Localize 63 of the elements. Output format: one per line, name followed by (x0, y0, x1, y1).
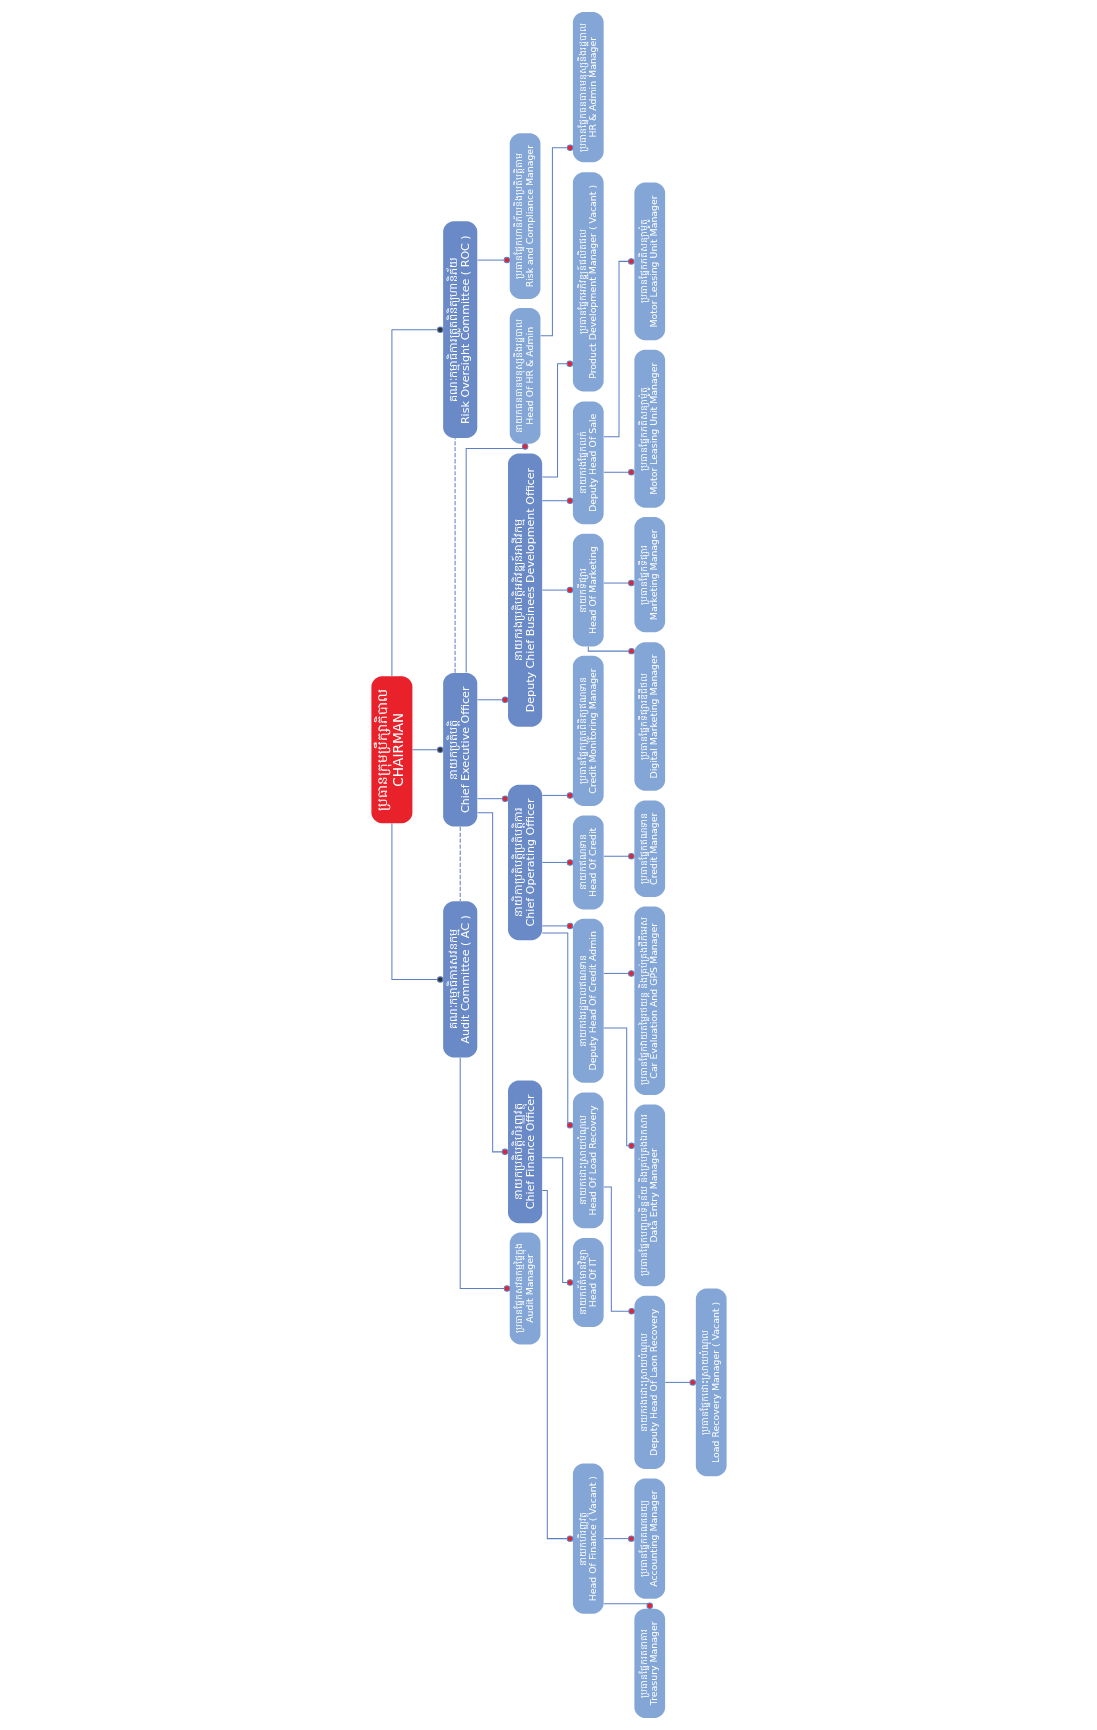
connector (476, 812, 508, 1156)
connector (411, 746, 443, 753)
node-box: នាយកប្រតិបត្តិ Chief Executive Officer (442, 672, 477, 827)
node-box: នាយករងផ្នែកលក់ Deputy Head Of Sale (572, 401, 604, 525)
connector (602, 1535, 635, 1542)
node-box: នាយករងរដ្ឋបាលឥណទាន Deputy Head Of Credit Admin (572, 918, 604, 1083)
connector (602, 469, 635, 476)
connector (539, 144, 573, 337)
connector (602, 1027, 635, 1149)
node-box: នាយកទីផ្សារ Head Of Marketing (572, 533, 604, 647)
node-box: ប្រធានផ្នែកទីផ្សារ Marketing Manager (633, 517, 665, 633)
node-box: នាយករងប្រតិបត្តិអភិវឌ្ឍន៍អាជីវកម្ម Deputy Chief Businees Development Officer (507, 453, 542, 727)
node-box: នាយកព័ត៌មានវិទ្យា Head Of IT (572, 1238, 604, 1327)
node-box: នាយិកាប្រតិបត្តិប្រតិបត្តិការ Chief Operating Officer (507, 784, 542, 941)
node-box: ប្រធានផ្នែកបញ្ចូលទិន្នន័យ និងគ្រប់គ្រងឯកសារ Data Entry Manager (633, 1104, 665, 1287)
node-box: គណៈកម្មាធិការត្រួតពិនិត្យហានិភ័យ Risk Oversight Committee ( ROC ) (442, 221, 477, 439)
connector (465, 443, 528, 674)
node-box: នាយកដោះស្រាយបំណុល Head Of Load Recovery (572, 1092, 604, 1229)
connector (664, 1379, 696, 1386)
connector (390, 822, 443, 983)
node-box: ប្រធានផ្នែកដោះស្រាយបំណុល Load Recovery Manager ( Vacant ) (695, 1288, 727, 1477)
node-box: នាយកធនធានមនុស្សនិងរដ្ឋបាល Head Of HR & Admin (509, 307, 540, 444)
node-box: ប្រធានផ្នែកគណនេយ្យ Accounting Manager (633, 1478, 665, 1599)
node-box: ប្រធានផ្នែកទីផ្សារឌីជីថល Digital Marketing Manager (633, 642, 665, 791)
connector (602, 1186, 635, 1315)
connector (541, 922, 573, 930)
connector (541, 1190, 573, 1542)
connector (602, 970, 635, 977)
node-box: នាយករងដោះស្រាយបំណុល Deputy Head Of Laon Recovery (633, 1295, 665, 1470)
node-box: ប្រធានផ្នែកសវនកម្មផ្ទៃក្នុង Audit Manager (509, 1232, 540, 1345)
node-box: នាយកឥណទាន Head Of Credit (572, 815, 604, 910)
node-box: នាយកប្រតិបត្តិហិរញ្ញវត្ថុ Chief Finance Officer (507, 1080, 542, 1224)
connector (476, 696, 508, 704)
connector (541, 497, 573, 504)
connector (541, 1157, 573, 1286)
connector (541, 792, 573, 799)
node-box: ប្រធានផ្នែកឥណទាន Credit Manager (633, 800, 665, 897)
connector (541, 360, 573, 478)
connector (476, 795, 508, 802)
connector (454, 437, 456, 674)
node-box: គណៈកម្មាធិការសវនកម្ម Audit Committee ( AC ) (442, 901, 477, 1058)
node-box: ប្រធានផ្នែកអភិវឌ្ឍន៍ផលិតផល Product Development Manager ( Vacant ) (572, 172, 604, 392)
connector (390, 326, 443, 677)
connector (459, 1057, 510, 1292)
connector (602, 1602, 653, 1609)
connector (459, 826, 461, 902)
node-box: ប្រធានផ្នែកហានិភ័យនិងប្រតិបត្តិតាម Risk and Compliance Manager (509, 133, 540, 299)
connector (541, 859, 573, 866)
node-box: នាយកហិរញ្ញវត្ថុ Head Of Finance ( Vacant ) (572, 1463, 604, 1614)
node-box: ប្រធានផ្នែកធនធានមនុស្សនិងរដ្ឋបាល HR & Admin Manager (572, 12, 604, 163)
node-box: ប្រធានផ្នែកវាយតម្លៃរថយន្ត និងគ្រប់គ្រងជីភីអេស Car Evaluation And GPS Manager (633, 906, 665, 1096)
node-box: ប្រធានផ្នែករតនាគារ Treasury Manager (633, 1608, 665, 1718)
connector (602, 579, 635, 587)
node-box: ប្រធានផ្នែកត្រួតពិនិត្យឥណទាន Credit Monitoring Manager (572, 655, 604, 807)
connector (587, 646, 635, 655)
node-box: ប្រធានផ្នែកភតិសន្យាម៉ូតូ Motor Leasing Unit Manager (633, 349, 665, 508)
node-box: ប្រធានផ្នែកភតិសន្យាម៉ូតូ Motor Leasing Unit Manager (633, 182, 665, 341)
connector (541, 586, 573, 594)
connector (476, 256, 510, 264)
connector (603, 258, 635, 438)
connector (602, 853, 635, 860)
connector (541, 932, 573, 1129)
node-box: ប្រធានក្រុមប្រឹក្សាភិបាល CHAIRMAN (370, 676, 412, 824)
